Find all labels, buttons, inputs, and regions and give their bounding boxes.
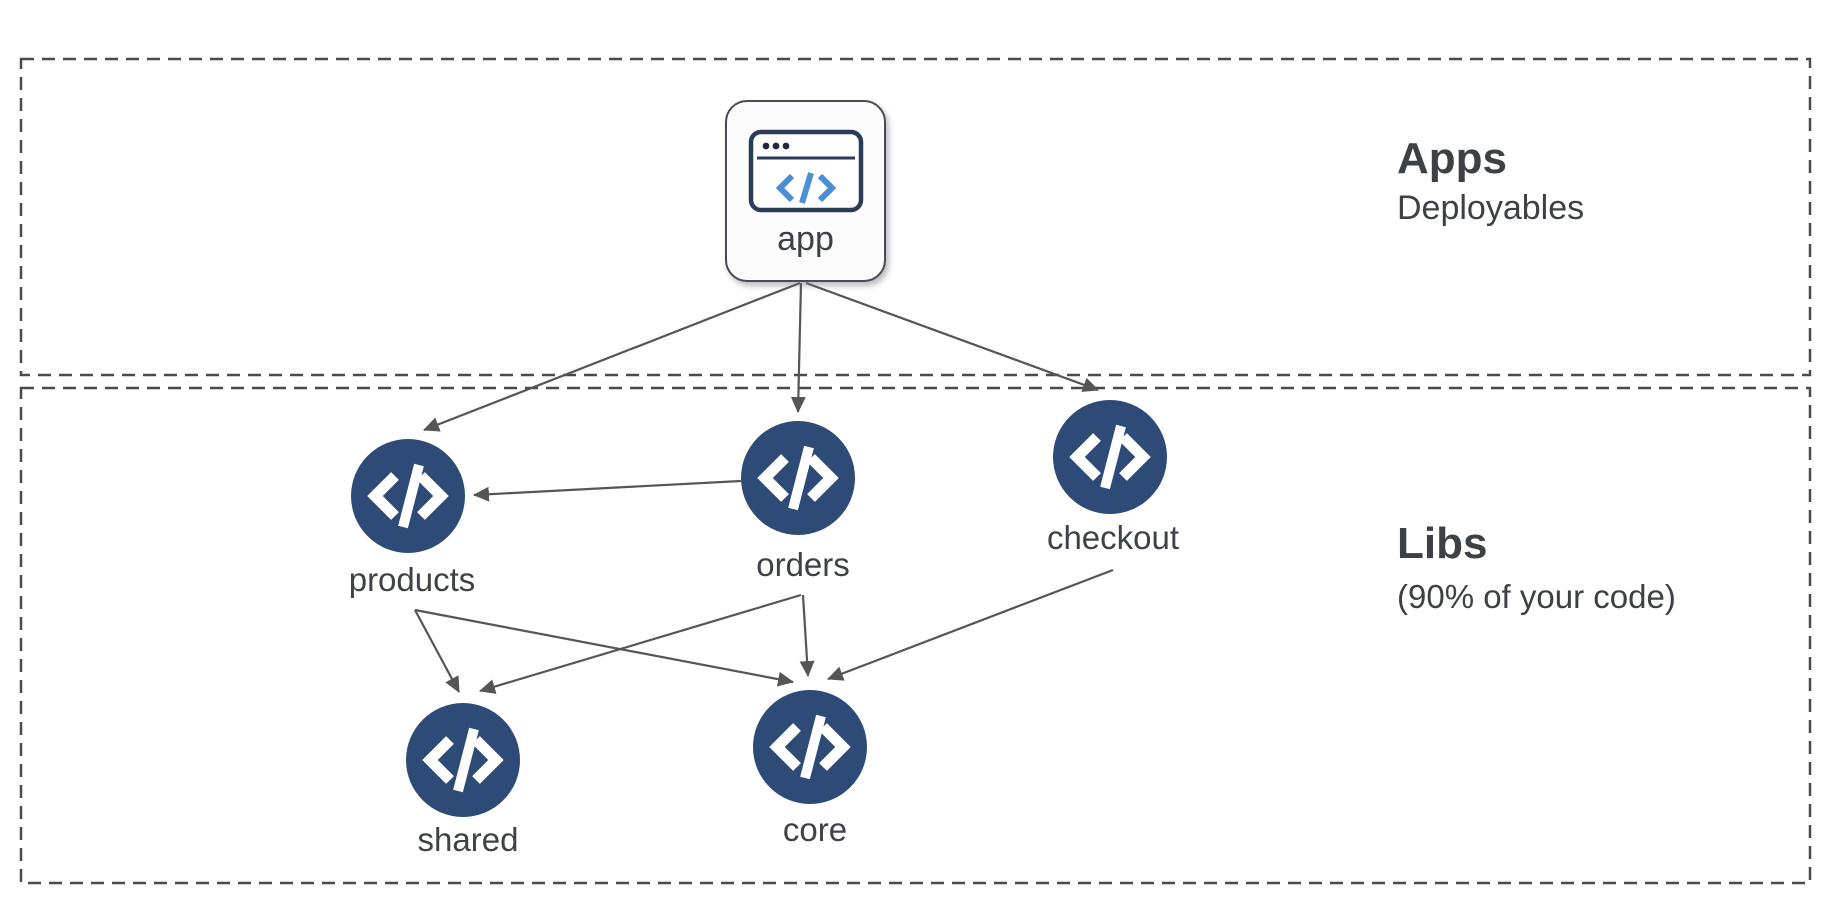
edge-orders-core-arrow bbox=[799, 594, 815, 677]
apps-zone-title: Apps bbox=[1397, 134, 1507, 183]
node-app: app bbox=[725, 100, 886, 282]
code-icon bbox=[422, 727, 504, 793]
edge-checkout-core-arrow bbox=[827, 568, 1114, 681]
node-products bbox=[351, 439, 465, 553]
libs-zone-subtitle: (90% of your code) bbox=[1397, 578, 1676, 615]
edge-products-core-arrow bbox=[414, 608, 794, 687]
edge-orders-shared-arrow bbox=[479, 593, 802, 694]
node-checkout bbox=[1053, 400, 1167, 514]
node-products-label: products bbox=[348, 561, 476, 598]
edge-app-orders-arrow bbox=[790, 282, 806, 413]
code-icon bbox=[757, 445, 839, 511]
code-icon bbox=[367, 463, 449, 529]
edge-app-products-arrow bbox=[423, 281, 801, 432]
node-checkout-label: checkout bbox=[1046, 519, 1180, 556]
node-core bbox=[753, 690, 867, 804]
node-shared bbox=[406, 703, 520, 817]
code-icon bbox=[1069, 424, 1151, 490]
node-shared-label: shared bbox=[417, 821, 519, 858]
edge-app-checkout-arrow bbox=[805, 281, 1099, 392]
code-icon bbox=[769, 714, 851, 780]
browser-window-icon bbox=[748, 129, 863, 213]
node-app-label: app bbox=[777, 220, 834, 258]
apps-zone-subtitle: Deployables bbox=[1397, 189, 1585, 227]
libs-zone-border bbox=[19, 386, 1812, 885]
libs-zone-title: Libs bbox=[1397, 519, 1488, 568]
edge-products-shared-arrow bbox=[414, 609, 460, 693]
node-orders-label: orders bbox=[756, 546, 850, 583]
apps-zone-border bbox=[19, 57, 1812, 377]
node-orders bbox=[741, 421, 855, 535]
node-core-label: core bbox=[782, 811, 848, 848]
edge-orders-products-arrow bbox=[473, 479, 742, 502]
